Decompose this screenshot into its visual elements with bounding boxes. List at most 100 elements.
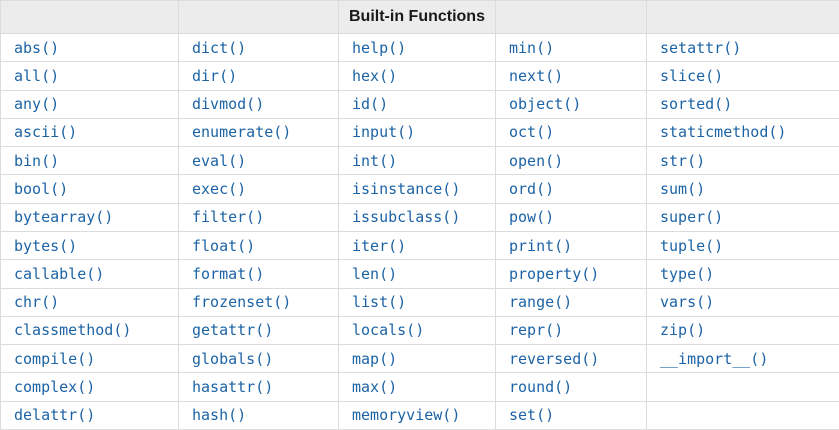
function-cell: eval() (179, 147, 339, 175)
function-link[interactable]: callable() (14, 265, 104, 283)
function-link[interactable]: len() (352, 265, 397, 283)
function-link[interactable]: exec() (192, 180, 246, 198)
function-link[interactable]: bytes() (14, 237, 77, 255)
function-link[interactable]: ord() (509, 180, 554, 198)
table-row: any() divmod() id() object() sorted() (1, 90, 839, 118)
function-link[interactable]: any() (14, 95, 59, 113)
function-link[interactable]: delattr() (14, 406, 95, 424)
function-link[interactable]: oct() (509, 123, 554, 141)
function-cell: min() (496, 34, 647, 62)
function-link[interactable]: chr() (14, 293, 59, 311)
function-cell: slice() (647, 62, 839, 90)
function-link[interactable]: min() (509, 39, 554, 57)
empty-cell (647, 373, 839, 401)
function-link[interactable]: help() (352, 39, 406, 57)
function-link[interactable]: open() (509, 152, 563, 170)
function-link[interactable]: format() (192, 265, 264, 283)
table-row: bin() eval() int() open() str() (1, 147, 839, 175)
function-link[interactable]: sum() (660, 180, 705, 198)
function-link[interactable]: range() (509, 293, 572, 311)
function-cell: divmod() (179, 90, 339, 118)
table-row: compile() globals() map() reversed() __impor… (1, 345, 839, 373)
function-link[interactable]: enumerate() (192, 123, 291, 141)
function-link[interactable]: sorted() (660, 95, 732, 113)
function-link[interactable]: set() (509, 406, 554, 424)
function-link[interactable]: next() (509, 67, 563, 85)
function-link[interactable]: filter() (192, 208, 264, 226)
function-link[interactable]: classmethod() (14, 321, 131, 339)
function-link[interactable]: abs() (14, 39, 59, 57)
function-cell: object() (496, 90, 647, 118)
function-cell: pow() (496, 203, 647, 231)
function-link[interactable]: pow() (509, 208, 554, 226)
table-row: chr() frozenset() list() range() vars() (1, 288, 839, 316)
function-cell: locals() (339, 316, 496, 344)
function-link[interactable]: dict() (192, 39, 246, 57)
function-cell: isinstance() (339, 175, 496, 203)
function-link[interactable]: getattr() (192, 321, 273, 339)
function-link[interactable]: repr() (509, 321, 563, 339)
function-link[interactable]: ascii() (14, 123, 77, 141)
function-link[interactable]: reversed() (509, 350, 599, 368)
function-link[interactable]: setattr() (660, 39, 741, 57)
function-link[interactable]: bool() (14, 180, 68, 198)
function-link[interactable]: hex() (352, 67, 397, 85)
function-cell: open() (496, 147, 647, 175)
function-link[interactable]: complex() (14, 378, 95, 396)
function-link[interactable]: staticmethod() (660, 123, 786, 141)
function-cell: id() (339, 90, 496, 118)
function-link[interactable]: vars() (660, 293, 714, 311)
function-cell: bytes() (1, 231, 179, 259)
function-link[interactable]: zip() (660, 321, 705, 339)
function-cell: setattr() (647, 34, 839, 62)
function-link[interactable]: memoryview() (352, 406, 460, 424)
function-link[interactable]: bin() (14, 152, 59, 170)
function-link[interactable]: globals() (192, 350, 273, 368)
table-row: complex() hasattr() max() round() (1, 373, 839, 401)
function-link[interactable]: str() (660, 152, 705, 170)
function-link[interactable]: max() (352, 378, 397, 396)
function-link[interactable]: type() (660, 265, 714, 283)
function-link[interactable]: iter() (352, 237, 406, 255)
function-link[interactable]: compile() (14, 350, 95, 368)
table-row: abs() dict() help() min() setattr() (1, 34, 839, 62)
function-link[interactable]: frozenset() (192, 293, 291, 311)
function-link[interactable]: __import__() (660, 350, 768, 368)
table-row: bytearray() filter() issubclass() pow() supe… (1, 203, 839, 231)
function-link[interactable]: tuple() (660, 237, 723, 255)
function-link[interactable]: id() (352, 95, 388, 113)
function-cell: format() (179, 260, 339, 288)
function-cell: all() (1, 62, 179, 90)
function-link[interactable]: object() (509, 95, 581, 113)
function-link[interactable]: bytearray() (14, 208, 113, 226)
function-cell: dict() (179, 34, 339, 62)
table-body: abs() dict() help() min() setattr() all() dir(… (1, 34, 839, 430)
function-link[interactable]: issubclass() (352, 208, 460, 226)
function-cell: filter() (179, 203, 339, 231)
function-link[interactable]: map() (352, 350, 397, 368)
function-link[interactable]: super() (660, 208, 723, 226)
function-cell: abs() (1, 34, 179, 62)
function-link[interactable]: isinstance() (352, 180, 460, 198)
function-link[interactable]: slice() (660, 67, 723, 85)
function-link[interactable]: divmod() (192, 95, 264, 113)
function-link[interactable]: dir() (192, 67, 237, 85)
function-link[interactable]: all() (14, 67, 59, 85)
function-link[interactable]: property() (509, 265, 599, 283)
function-cell: print() (496, 231, 647, 259)
function-link[interactable]: locals() (352, 321, 424, 339)
function-link[interactable]: float() (192, 237, 255, 255)
function-cell: zip() (647, 316, 839, 344)
function-cell: reversed() (496, 345, 647, 373)
function-link[interactable]: print() (509, 237, 572, 255)
function-link[interactable]: input() (352, 123, 415, 141)
function-link[interactable]: int() (352, 152, 397, 170)
function-cell: enumerate() (179, 118, 339, 146)
function-cell: int() (339, 147, 496, 175)
function-link[interactable]: list() (352, 293, 406, 311)
function-link[interactable]: hasattr() (192, 378, 273, 396)
function-link[interactable]: eval() (192, 152, 246, 170)
function-link[interactable]: hash() (192, 406, 246, 424)
function-cell: compile() (1, 345, 179, 373)
function-link[interactable]: round() (509, 378, 572, 396)
